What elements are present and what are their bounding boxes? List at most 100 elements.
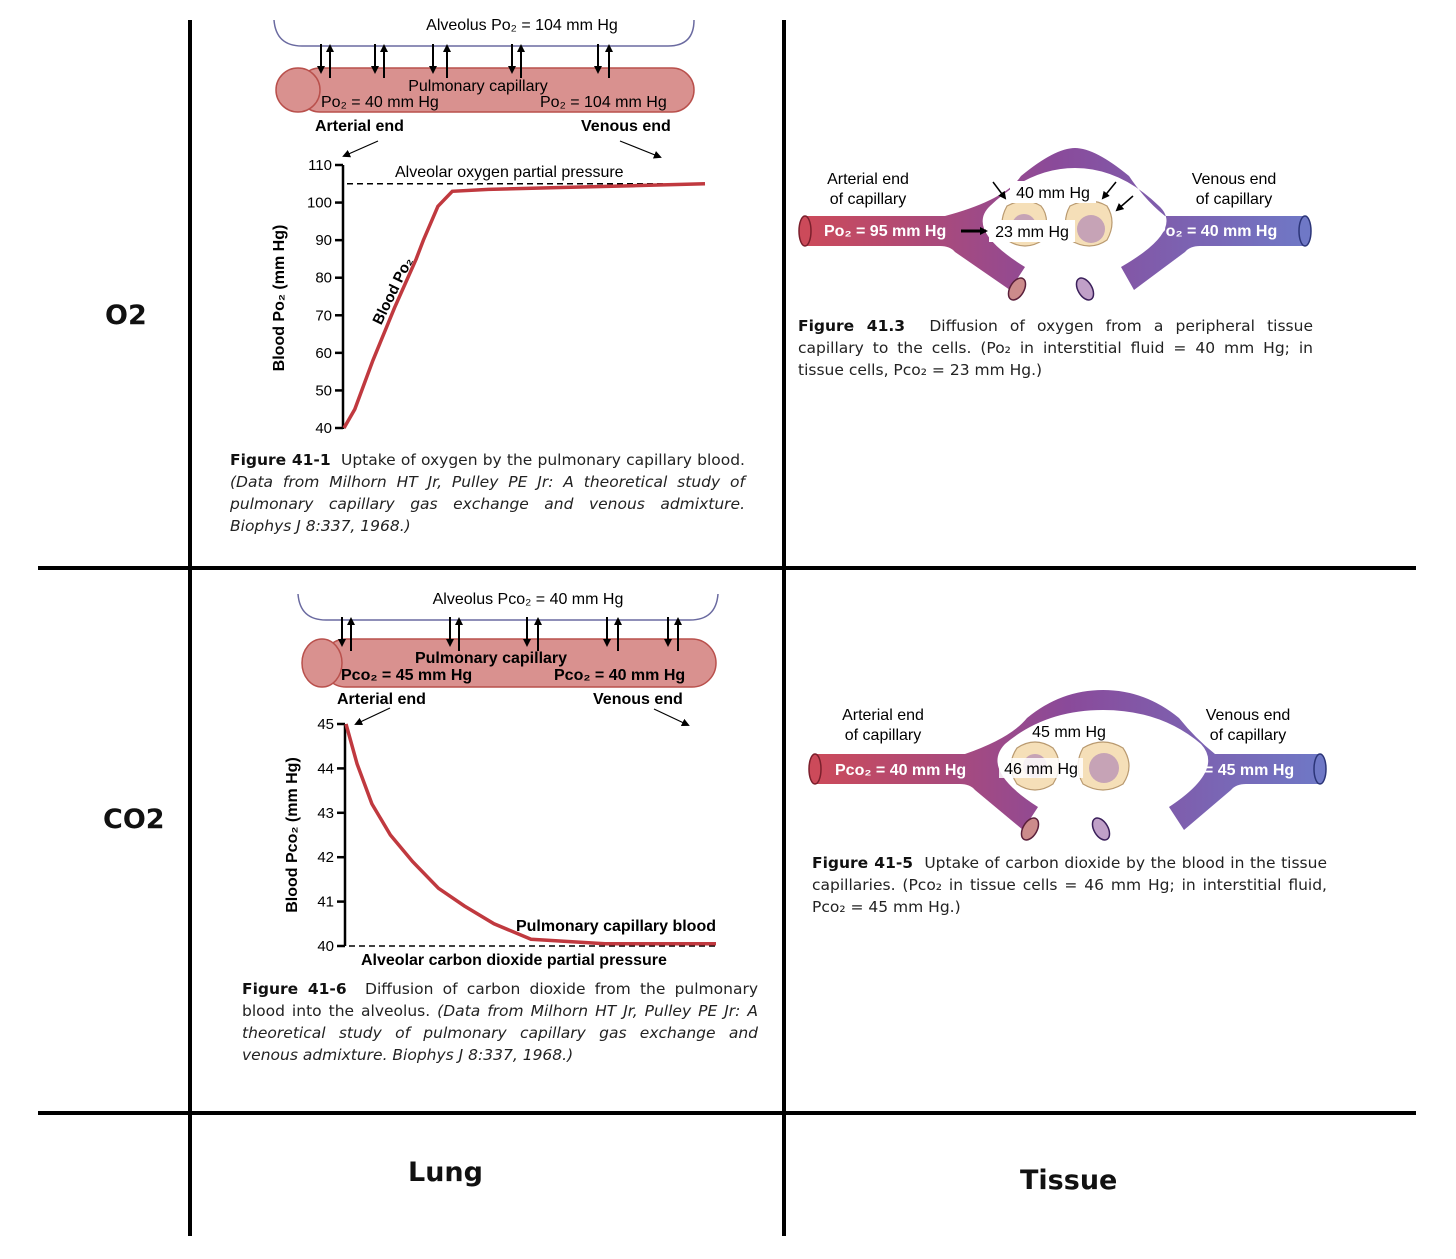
cell-label-bg <box>999 758 1083 778</box>
arterial-end-label-line2: of capillary <box>845 727 921 744</box>
caption-41-6: Figure 41-6 Diffusion of carbon dioxide … <box>242 978 758 1066</box>
loop-end-arterial <box>1007 277 1027 301</box>
caption-citation: (Data from Milhorn HT Jr, Pulley PE Jr: … <box>242 1002 758 1064</box>
diffusion-arrow <box>1101 181 1117 200</box>
caption-number: Figure 41-1 <box>230 451 331 469</box>
curve-label: Pulmonary capillary blood <box>516 918 716 935</box>
reference-label: Alveolar carbon dioxide partial pressure <box>361 952 667 969</box>
caption-text: Uptake of carbon dioxide by the blood in… <box>812 854 1327 916</box>
cell-po2-label: 23 mm Hg <box>995 224 1069 241</box>
alveolus-boundary <box>297 593 719 621</box>
figure-41-3: Arterial end of capillary Venous end of … <box>798 148 1312 301</box>
venous-end-label-line2: of capillary <box>1210 727 1286 744</box>
figure-41-1: Alveolus Po₂ = 104 mm Hg Pulmonary capil… <box>271 17 706 437</box>
reference-label: Alveolar oxygen partial pressure <box>395 164 624 181</box>
po2-axis-tick-label: 40 <box>315 420 332 437</box>
pco2-arterial-label: Pco₂ = 40 mm Hg <box>835 762 966 779</box>
capillary-label: Pulmonary capillary <box>408 78 548 95</box>
pco2-axis-tick-label: 40 <box>317 938 334 955</box>
capillary-loop <box>815 690 1320 830</box>
capillary-opening <box>301 638 343 688</box>
arterial-end-arrow <box>354 707 391 726</box>
arterial-end-label: Arterial end <box>337 691 426 708</box>
caption-41-1: Figure 41-1 Uptake of oxygen by the pulm… <box>230 449 745 537</box>
figure-41-6: Alveolus Pco₂ = 40 mm Hg Pulmonary capil… <box>284 591 719 969</box>
po2-axis-tick-label: 70 <box>315 307 332 324</box>
pco2-arterial-label: Pco₂ = 45 mm Hg <box>341 667 472 684</box>
loop-end-venous <box>1091 817 1111 841</box>
y-axis-ticks: 40 41 42 43 44 45 <box>317 716 345 955</box>
interstitial-label-bg <box>1010 181 1096 203</box>
cell-pco2-label: 46 mm Hg <box>1004 761 1078 778</box>
capillary-loop <box>805 148 1305 290</box>
caption-citation: (Data from Milhorn HT Jr, Pulley PE Jr: … <box>230 473 745 535</box>
arterial-end-label-line1: Arterial end <box>842 707 924 724</box>
exchange-arrows <box>317 44 613 78</box>
pco2-axis-tick-label: 45 <box>317 716 334 733</box>
alveolus-label: Alveolus Pco₂ = 40 mm Hg <box>433 591 624 608</box>
po2-arterial-label: Po₂ = 95 mm Hg <box>824 223 946 240</box>
column-label-tissue: Tissue <box>1020 1165 1118 1196</box>
arterial-end-label: Arterial end <box>315 118 404 135</box>
cell-nucleus <box>1089 753 1119 783</box>
cell-nucleus <box>1077 215 1105 243</box>
pco2-axis-tick-label: 44 <box>317 760 334 777</box>
row-label-co2: CO2 <box>103 804 165 835</box>
venous-opening <box>1313 753 1327 785</box>
arterial-end-arrow <box>342 140 379 158</box>
blood-po2-curve <box>342 182 706 429</box>
venous-opening <box>1298 215 1312 247</box>
arterial-opening <box>798 215 812 247</box>
po2-axis-tick-label: 80 <box>315 270 332 287</box>
alveolus-label: Alveolus Po₂ = 104 mm Hg <box>426 17 618 34</box>
venous-end-label: Venous end <box>593 691 683 708</box>
po2-arterial-label: Po₂ = 40 mm Hg <box>321 94 439 111</box>
y-axis-ticks: 40 50 60 70 80 90 100 110 <box>307 157 343 437</box>
po2-axis-tick-label: 60 <box>315 345 332 362</box>
caption-number: Figure 41-5 <box>812 854 914 872</box>
pco2-axis-tick-label: 42 <box>317 849 334 866</box>
caption-number: Figure 41-6 <box>242 980 347 998</box>
arterial-end-label-line1: Arterial end <box>827 171 909 188</box>
blood-pco2-curve <box>344 723 716 946</box>
pco2-venous-label: Pco₂ = 40 mm Hg <box>554 667 685 684</box>
pco2-axis-tick-label: 41 <box>317 894 334 911</box>
y-axis-label: Blood Pco₂ (mm Hg) <box>284 757 301 913</box>
capillary-opening <box>275 67 321 113</box>
arterial-opening <box>808 753 822 785</box>
venous-end-label-line1: Venous end <box>1206 707 1291 724</box>
po2-venous-label: Po₂ = 104 mm Hg <box>540 94 667 111</box>
loop-end-arterial <box>1020 817 1040 841</box>
caption-text: Diffusion of oxygen from a peripheral ti… <box>798 317 1313 379</box>
caption-text: Uptake of oxygen by the pulmonary capill… <box>340 451 745 469</box>
interstitial-po2-label: 40 mm Hg <box>1016 185 1090 202</box>
pco2-venous-label: Pco₂ = 45 mm Hg <box>1163 762 1294 779</box>
row-label-o2: O2 <box>105 300 147 331</box>
loop-end-venous <box>1075 277 1095 301</box>
venous-end-arrow <box>653 708 690 727</box>
arterial-end-label-line2: of capillary <box>830 191 906 208</box>
alveolus-boundary <box>273 19 695 47</box>
interstitial-pco2-label: 45 mm Hg <box>1032 724 1106 741</box>
cell-label-bg <box>989 220 1075 242</box>
venous-end-label-line1: Venous end <box>1192 171 1277 188</box>
y-axis-label: Blood Po₂ (mm Hg) <box>271 225 288 372</box>
venous-end-label-line2: of capillary <box>1196 191 1272 208</box>
po2-axis-tick-label: 90 <box>315 232 332 249</box>
venous-end-label: Venous end <box>581 118 671 135</box>
capillary-label: Pulmonary capillary <box>415 650 567 667</box>
caption-text: Diffusion of carbon dioxide from the pul… <box>242 980 759 1020</box>
diffusion-arrow <box>992 181 1007 200</box>
column-label-lung: Lung <box>408 1157 483 1188</box>
caption-number: Figure 41.3 <box>798 317 906 335</box>
figure-41-5: Arterial end of capillary Venous end of … <box>808 690 1327 841</box>
caption-41-3: Figure 41.3 Diffusion of oxygen from a p… <box>798 315 1313 381</box>
pco2-axis-tick-label: 43 <box>317 805 334 822</box>
diffusion-arrow <box>1115 195 1134 212</box>
po2-venous-label: Po₂ = 40 mm Hg <box>1155 223 1277 240</box>
po2-axis-tick-label: 50 <box>315 382 332 399</box>
po2-axis-tick-label: 110 <box>308 157 332 174</box>
po2-axis-tick-label: 100 <box>307 195 332 212</box>
caption-41-5: Figure 41-5 Uptake of carbon dioxide by … <box>812 852 1327 918</box>
